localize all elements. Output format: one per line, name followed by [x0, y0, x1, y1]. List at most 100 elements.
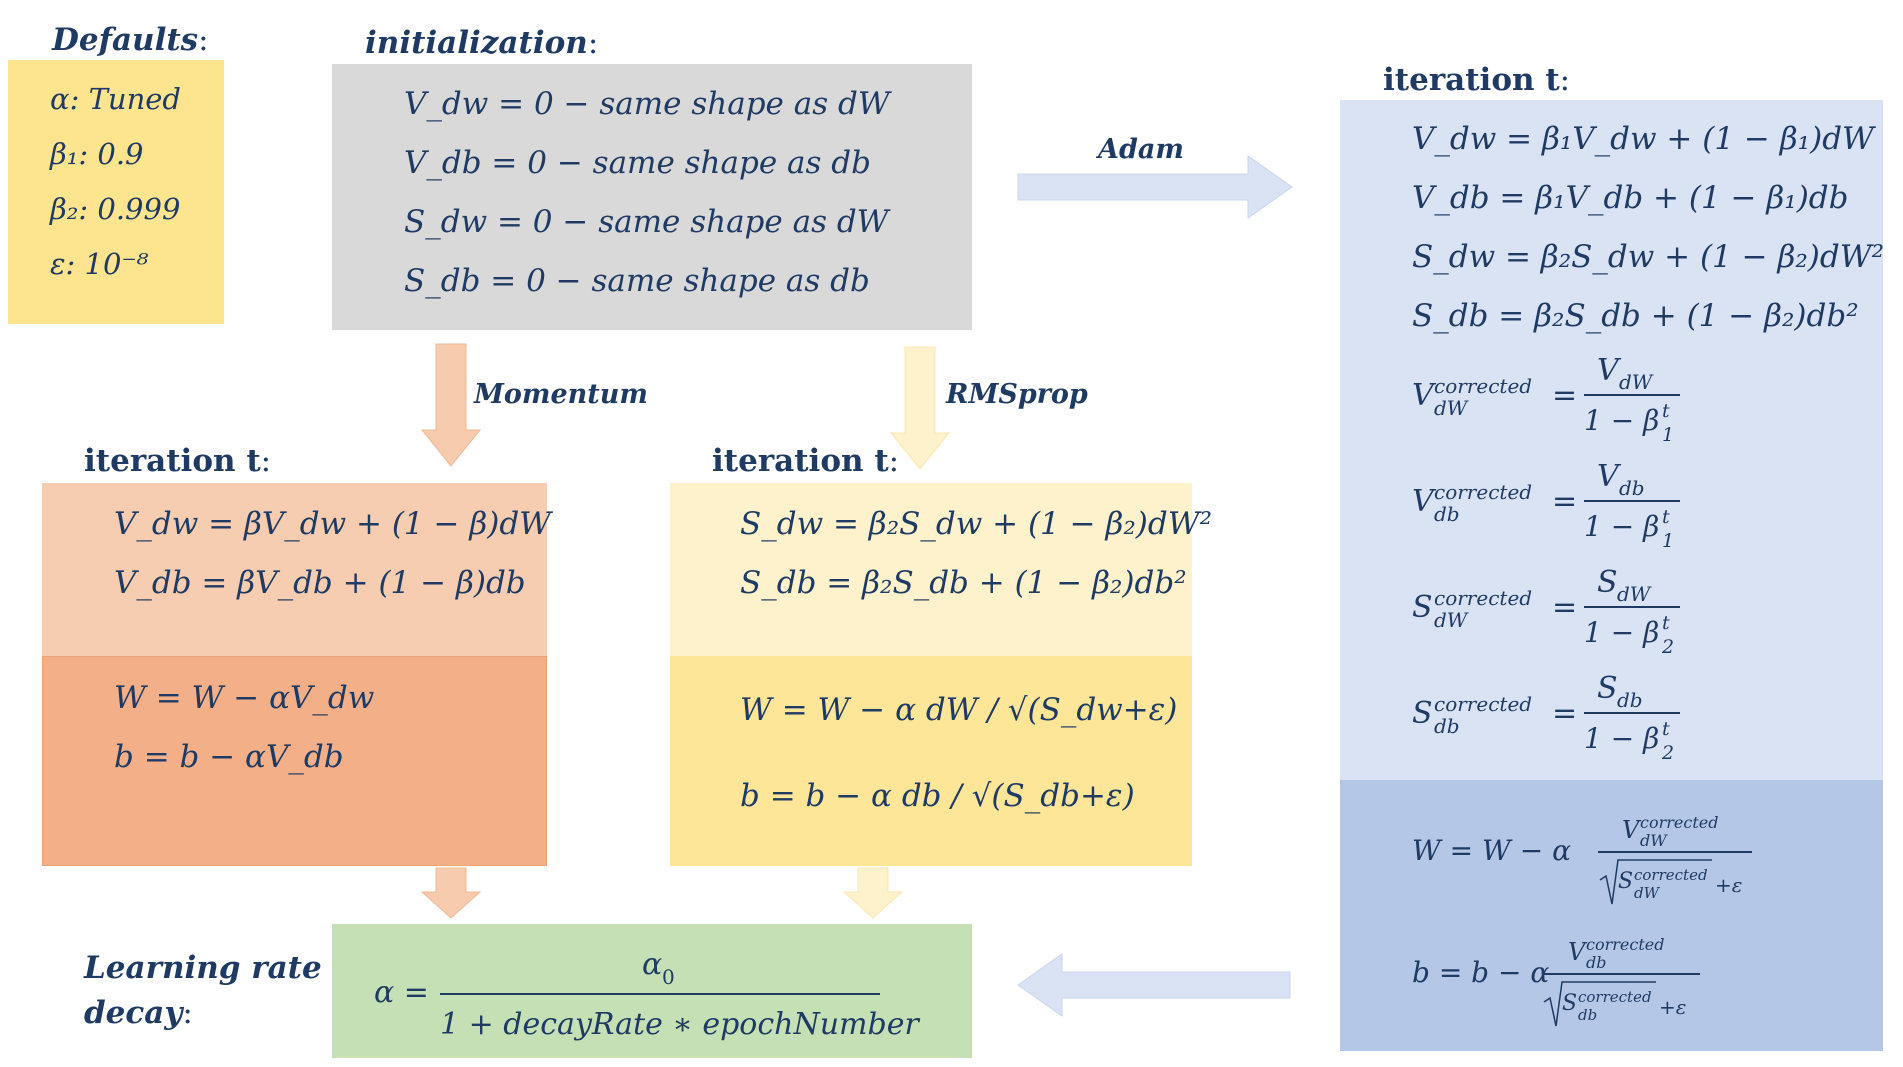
corrected-vdw-den: 1 − β — [1584, 404, 1659, 437]
momentum-top-box — [42, 483, 547, 656]
defaults-box — [8, 60, 224, 324]
adam-arrow-label: Adam — [1098, 134, 1184, 165]
corrected-vdw-sup: corrected — [1434, 374, 1532, 398]
corrected-sdw-den: 1 − β — [1584, 616, 1659, 649]
default-alpha: α: Tuned — [50, 82, 181, 116]
rmsprop-sdw: S_dw = β₂S_dw + (1 − β₂)dW² — [740, 506, 1213, 542]
svg-text:=: = — [1552, 484, 1577, 519]
decay-title-line2: decay: — [84, 995, 193, 1031]
adam-w-den-sup: corrected — [1634, 866, 1708, 884]
corrected-sdb-den-sup: t — [1662, 718, 1670, 740]
defaults-title: Defaults: — [52, 22, 209, 58]
corrected-vdb-den-sub: 1 — [1662, 530, 1674, 552]
rmsprop-decay-arrow — [842, 867, 904, 919]
corrected-sdb-den-sub: 2 — [1661, 742, 1674, 764]
decay-numerator-sub: 0 — [662, 965, 675, 989]
corrected-vdb-lhs: V — [1412, 484, 1437, 519]
adam-b-update: b = b − α V db corrected S db corrected … — [1412, 935, 1700, 1027]
corrected-sdw-den-sub: 2 — [1661, 636, 1674, 658]
initialization-title: initialization: — [365, 25, 598, 61]
corrected-vdw-num-sub: dW — [1619, 370, 1654, 394]
corrected-eq-vdb: V db corrected = V db 1 − β 1 t — [1412, 459, 1680, 552]
corrected-vdb-sup: corrected — [1434, 480, 1532, 504]
corrected-vdw-den-sub: 1 — [1662, 424, 1674, 446]
init-line-sdb: S_db = 0 − same shape as db — [404, 263, 870, 299]
corrected-sdw-num-sub: dW — [1617, 582, 1652, 606]
decay-equation: α = α 0 1 + decayRate ∗ epochNumber — [374, 947, 920, 1042]
adam-sdw: S_dw = β₂S_dw + (1 − β₂)dW² — [1412, 239, 1885, 275]
momentum-b-update: b = b − αV_db — [114, 739, 344, 775]
corrected-vdb-num-sub: db — [1619, 476, 1645, 500]
decay-title-line1: Learning rate — [84, 950, 322, 986]
default-beta1: β₁: 0.9 — [50, 137, 144, 171]
adam-corrected-equations: V dW corrected = V dW 1 − β 1 t V db cor… — [1412, 353, 1680, 764]
rmsprop-top-box — [670, 483, 1192, 656]
corrected-eq-vdw: V dW corrected = V dW 1 − β 1 t — [1412, 353, 1680, 446]
rmsprop-w-update: W = W − α dW / √(S_dw+ε) — [740, 692, 1178, 728]
adam-vdw: V_dw = β₁V_dw + (1 − β₁)dW — [1412, 121, 1874, 157]
rmsprop-b-update: b = b − α db / √(S_db+ε) — [740, 778, 1135, 814]
rmsprop-bottom-box — [670, 656, 1192, 866]
adam-w-num: V — [1622, 816, 1642, 844]
momentum-vdb: V_db = βV_db + (1 − β)db — [114, 565, 526, 601]
corrected-sdb-lhs-sub: db — [1434, 714, 1460, 738]
adam-w-num-sup: corrected — [1640, 813, 1718, 832]
corrected-vdb-den: 1 − β — [1584, 510, 1659, 543]
rmsprop-iteration-title: iteration t: — [712, 443, 899, 479]
corrected-vdb-lhs-sub: db — [1434, 502, 1460, 526]
momentum-arrow — [420, 343, 482, 467]
momentum-w-update: W = W − αV_dw — [114, 680, 375, 716]
adam-w-eps: +ε — [1715, 873, 1743, 897]
decay-numerator: α — [642, 947, 662, 982]
rmsprop-iteration-title-text: iteration t — [712, 443, 889, 479]
rmsprop-arrow-label: RMSprop — [946, 379, 1088, 410]
corrected-sdb-num: S — [1597, 671, 1618, 706]
corrected-vdb-den-sup: t — [1662, 506, 1670, 528]
adam-sdb: S_db = β₂S_db + (1 − β₂)db² — [1412, 298, 1859, 334]
momentum-iteration-title-text: iteration t — [84, 443, 261, 479]
default-beta2: β₂: 0.999 — [50, 192, 181, 226]
adam-b-lhs: b = b − α — [1412, 956, 1549, 989]
decay-title-line2-text: decay — [84, 995, 183, 1031]
adam-b-den-sup: corrected — [1578, 988, 1652, 1006]
adam-w-num-sub: dW — [1640, 831, 1668, 850]
adam-iteration-title: iteration t: — [1383, 62, 1570, 98]
adam-b-num-sup: corrected — [1586, 935, 1664, 954]
adam-w-lhs: W = W − α — [1412, 834, 1571, 867]
rmsprop-sdb: S_db = β₂S_db + (1 − β₂)db² — [740, 565, 1187, 601]
corrected-sdw-sup: corrected — [1434, 586, 1532, 610]
initialization-title-text: initialization — [365, 25, 588, 61]
adam-b-num-sub: db — [1586, 953, 1606, 972]
decay-box — [332, 924, 972, 1058]
momentum-arrow-label: Momentum — [474, 379, 648, 410]
svg-text:=: = — [1552, 590, 1577, 625]
defaults-title-colon: : — [198, 22, 209, 58]
corrected-sdw-lhs: S — [1412, 590, 1433, 625]
svg-text:=: = — [1552, 696, 1577, 731]
corrected-vdb-num: V — [1597, 459, 1622, 494]
adam-update-equations: W = W − α V dW corrected S dW corrected … — [1412, 813, 1752, 1027]
initialization-box — [332, 64, 972, 330]
corrected-sdw-num: S — [1597, 565, 1618, 600]
corrected-sdw-lhs-sub: dW — [1434, 608, 1469, 632]
corrected-sdb-den: 1 − β — [1584, 722, 1659, 755]
corrected-sdb-num-sub: db — [1617, 688, 1643, 712]
rmsprop-arrow — [889, 346, 951, 470]
decay-lhs: α = — [374, 975, 429, 1010]
init-line-vdb: V_db = 0 − same shape as db — [404, 145, 871, 181]
momentum-iteration-title-colon: : — [260, 443, 272, 479]
rmsprop-iteration-title-colon: : — [888, 443, 900, 479]
adam-bottom-box — [1340, 780, 1883, 1051]
momentum-vdw: V_dw = βV_dw + (1 − β)dW — [114, 506, 552, 542]
adam-b-num: V — [1568, 938, 1588, 966]
initialization-title-colon: : — [587, 25, 599, 61]
adam-arrow — [1017, 155, 1293, 219]
corrected-vdw-num: V — [1597, 353, 1622, 388]
adam-w-den: S — [1618, 869, 1633, 894]
adam-top-box — [1340, 100, 1883, 780]
corrected-eq-sdw: S dW corrected = S dW 1 − β 2 t — [1412, 565, 1680, 658]
adam-b-den-sub: db — [1578, 1006, 1597, 1024]
adam-iteration-title-text: iteration t — [1383, 62, 1560, 98]
corrected-sdw-den-sup: t — [1662, 612, 1670, 634]
corrected-vdw-lhs-sub: dW — [1434, 396, 1469, 420]
